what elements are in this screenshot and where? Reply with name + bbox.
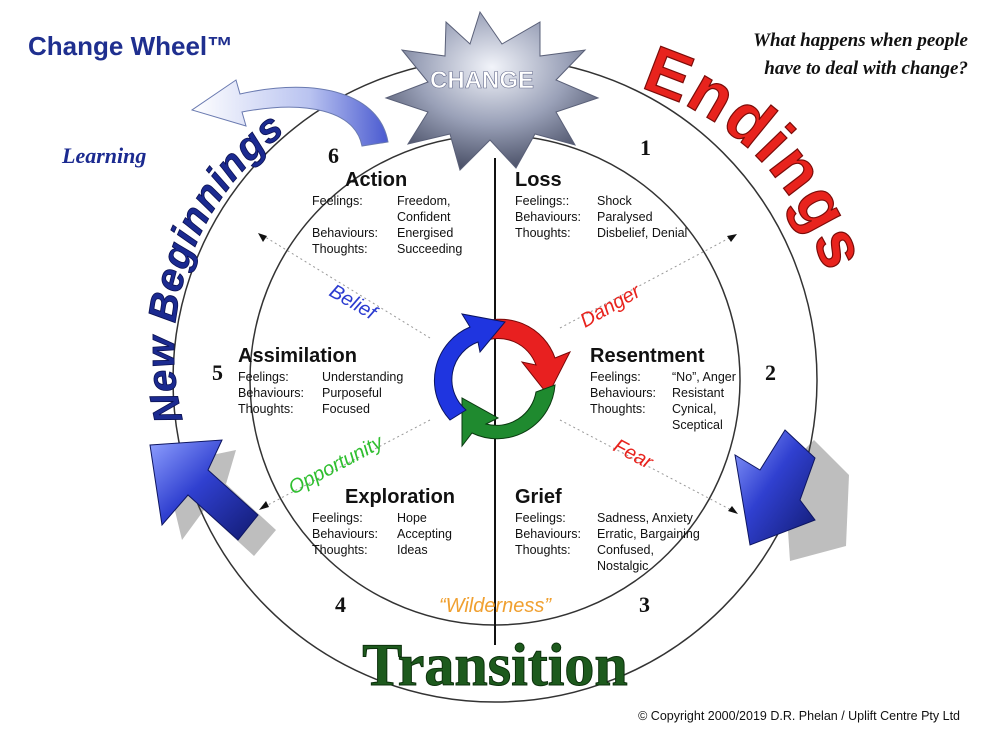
svg-text:Hope: Hope	[397, 511, 427, 525]
svg-text:“No”, Anger: “No”, Anger	[672, 370, 736, 384]
svg-text:Behaviours:: Behaviours:	[515, 527, 581, 541]
stage-number-5: 5	[212, 360, 223, 385]
svg-text:Thoughts:: Thoughts:	[515, 226, 571, 240]
svg-text:Feelings::: Feelings::	[515, 194, 569, 208]
stage-exploration: Exploration Feelings: Hope Behaviours: A…	[312, 486, 455, 557]
svg-text:Thoughts:: Thoughts:	[312, 242, 368, 256]
svg-text:Behaviours:: Behaviours:	[238, 386, 304, 400]
svg-text:Resistant: Resistant	[672, 386, 725, 400]
label-wilderness: “Wilderness”	[439, 595, 552, 617]
svg-text:Behaviours:: Behaviours:	[590, 386, 656, 400]
change-star-label: CHANGE	[430, 67, 534, 94]
svg-text:Feelings:: Feelings:	[312, 194, 363, 208]
question-line-2: have to deal with change?	[764, 58, 968, 79]
svg-text:Confident: Confident	[397, 210, 451, 224]
svg-text:Thoughts:: Thoughts:	[515, 543, 571, 557]
svg-text:Feelings:: Feelings:	[590, 370, 641, 384]
svg-text:Purposeful: Purposeful	[322, 386, 382, 400]
svg-text:Behaviours:: Behaviours:	[312, 226, 378, 240]
svg-text:Ideas: Ideas	[397, 543, 428, 557]
svg-text:Accepting: Accepting	[397, 527, 452, 541]
stage-title: Loss	[515, 169, 562, 191]
learning-arrow-icon	[190, 79, 389, 147]
stage-grief: Grief Feelings: Sadness, Anxiety Behavio…	[515, 486, 700, 573]
stage-title: Assimilation	[238, 345, 357, 367]
svg-text:Feelings:: Feelings:	[238, 370, 289, 384]
svg-text:Disbelief, Denial: Disbelief, Denial	[597, 226, 687, 240]
cycle-arrows-icon	[433, 313, 572, 448]
path-arrowheads	[258, 233, 738, 514]
stage-number-6: 6	[328, 143, 339, 168]
copyright-notice: © Copyright 2000/2019 D.R. Phelan / Upli…	[638, 709, 960, 723]
svg-text:Feelings:: Feelings:	[515, 511, 566, 525]
svg-text:Thoughts:: Thoughts:	[312, 543, 368, 557]
phase-transition: Transition	[362, 632, 628, 698]
left-up-arrow-icon	[149, 439, 276, 556]
svg-text:Behaviours:: Behaviours:	[515, 210, 581, 224]
svg-text:Understanding: Understanding	[322, 370, 403, 384]
svg-text:Erratic, Bargaining: Erratic, Bargaining	[597, 527, 700, 541]
stage-number-1: 1	[640, 135, 651, 160]
diagram-title: Change Wheel™	[28, 31, 233, 61]
svg-text:Paralysed: Paralysed	[597, 210, 653, 224]
stage-action: Action Feelings: Freedom, Confident Beha…	[312, 169, 462, 256]
svg-text:Energised: Energised	[397, 226, 453, 240]
stage-number-3: 3	[639, 592, 650, 617]
label-fear: Fear	[610, 435, 658, 474]
stage-number-2: 2	[765, 360, 776, 385]
right-down-arrow-icon	[734, 429, 849, 561]
svg-text:Thoughts:: Thoughts:	[238, 402, 294, 416]
svg-text:Freedom,: Freedom,	[397, 194, 451, 208]
svg-text:Sceptical: Sceptical	[672, 418, 723, 432]
stage-resentment: Resentment Feelings: “No”, Anger Behavio…	[590, 345, 736, 432]
svg-text:Sadness, Anxiety: Sadness, Anxiety	[597, 511, 694, 525]
svg-text:Nostalgic: Nostalgic	[597, 559, 648, 573]
learning-label: Learning	[61, 143, 146, 168]
question-line-1: What happens when people	[753, 30, 968, 51]
label-belief: Belief	[326, 280, 382, 325]
svg-text:Focused: Focused	[322, 402, 370, 416]
stage-title: Exploration	[345, 486, 455, 508]
svg-text:Feelings:: Feelings:	[312, 511, 363, 525]
transition-paths	[261, 234, 736, 513]
label-danger: Danger	[577, 280, 646, 333]
stage-assimilation: Assimilation Feelings: Understanding Beh…	[238, 345, 403, 416]
stage-title: Grief	[515, 486, 562, 508]
svg-text:Confused,: Confused,	[597, 543, 654, 557]
stage-number-4: 4	[335, 592, 346, 617]
change-star-icon	[384, 10, 600, 171]
stage-loss: Loss Feelings:: Shock Behaviours: Paraly…	[515, 169, 687, 240]
stage-title: Action	[345, 169, 407, 191]
svg-text:Behaviours:: Behaviours:	[312, 527, 378, 541]
stage-title: Resentment	[590, 345, 705, 367]
svg-text:Shock: Shock	[597, 194, 632, 208]
svg-text:Thoughts:: Thoughts:	[590, 402, 646, 416]
svg-text:Succeeding: Succeeding	[397, 242, 462, 256]
svg-text:Cynical,: Cynical,	[672, 402, 716, 416]
